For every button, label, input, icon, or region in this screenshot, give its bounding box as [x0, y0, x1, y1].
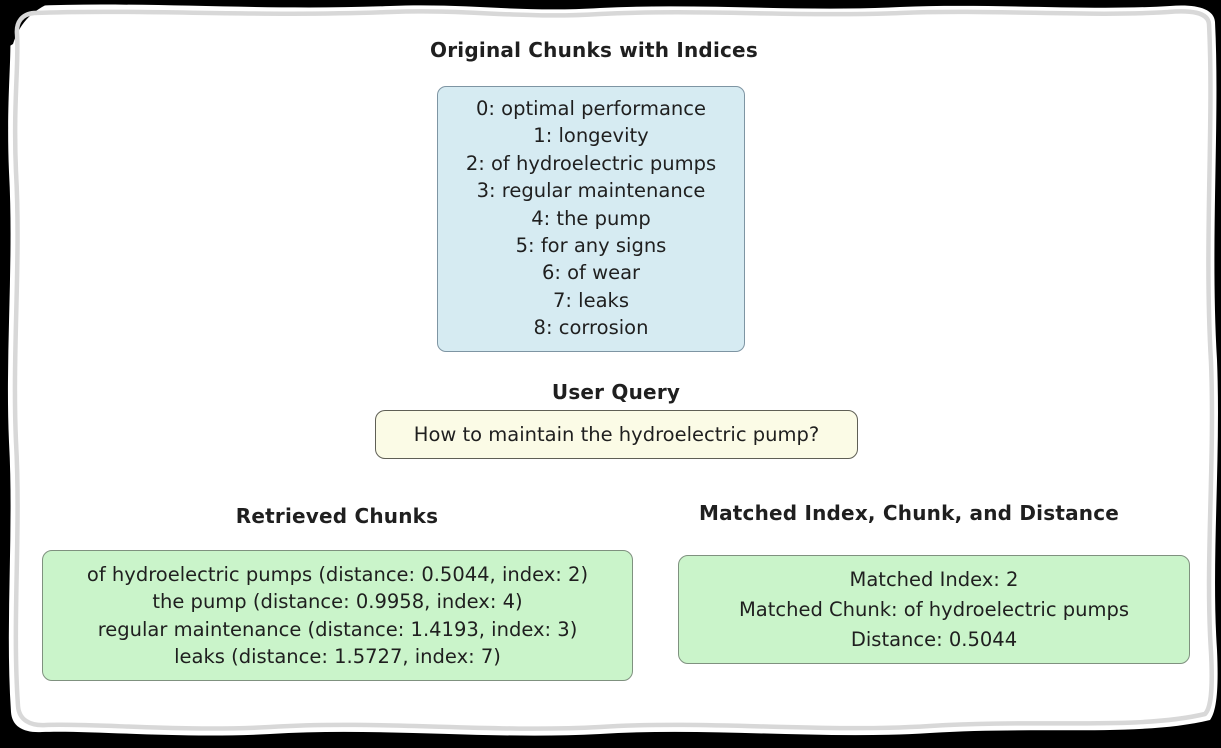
chunk-line: 0: optimal performance	[476, 97, 706, 120]
retrieved-line: regular maintenance (distance: 1.4193, i…	[97, 617, 578, 641]
chunk-line: 8: corrosion	[533, 316, 649, 340]
matched-line: Matched Chunk: of hydroelectric pumps	[738, 598, 1130, 621]
retrieved-chunks-title: Retrieved Chunks	[235, 504, 439, 528]
matched-result-title: Matched Index, Chunk, and Distance	[698, 501, 1120, 525]
chunk-line: 5: for any signs	[515, 234, 667, 258]
user-query-text: How to maintain the hydroelectric pump?	[413, 422, 820, 446]
matched-line: Distance: 0.5044	[850, 628, 1018, 651]
original-chunks-title: Original Chunks with Indices	[430, 38, 758, 62]
retrieved-line: of hydroelectric pumps (distance: 0.5044…	[86, 563, 589, 586]
chunk-line: 7: leaks	[553, 288, 629, 312]
user-query-title: User Query	[551, 380, 681, 404]
matched-line: Matched Index: 2	[849, 568, 1019, 591]
chunk-line: 4: the pump	[531, 206, 651, 230]
retrieved-chunks-box: of hydroelectric pumps (distance: 0.5044…	[42, 550, 633, 681]
original-chunks-box: 0: optimal performance 1: longevity 2: o…	[437, 86, 745, 352]
retrieved-line: the pump (distance: 0.9958, index: 4)	[152, 590, 523, 614]
retrieved-line: leaks (distance: 1.5727, index: 7)	[174, 644, 501, 668]
chunk-line: 3: regular maintenance	[476, 179, 706, 203]
user-query-box: How to maintain the hydroelectric pump?	[375, 410, 858, 459]
chunk-line: 6: of wear	[541, 261, 641, 285]
chunk-line: 2: of hydroelectric pumps	[465, 151, 717, 175]
chunk-line: 1: longevity	[533, 124, 649, 148]
frame-line	[12, 9, 1215, 731]
matched-result-box: Matched Index: 2 Matched Chunk: of hydro…	[678, 555, 1190, 664]
corner-tear	[0, 0, 58, 52]
